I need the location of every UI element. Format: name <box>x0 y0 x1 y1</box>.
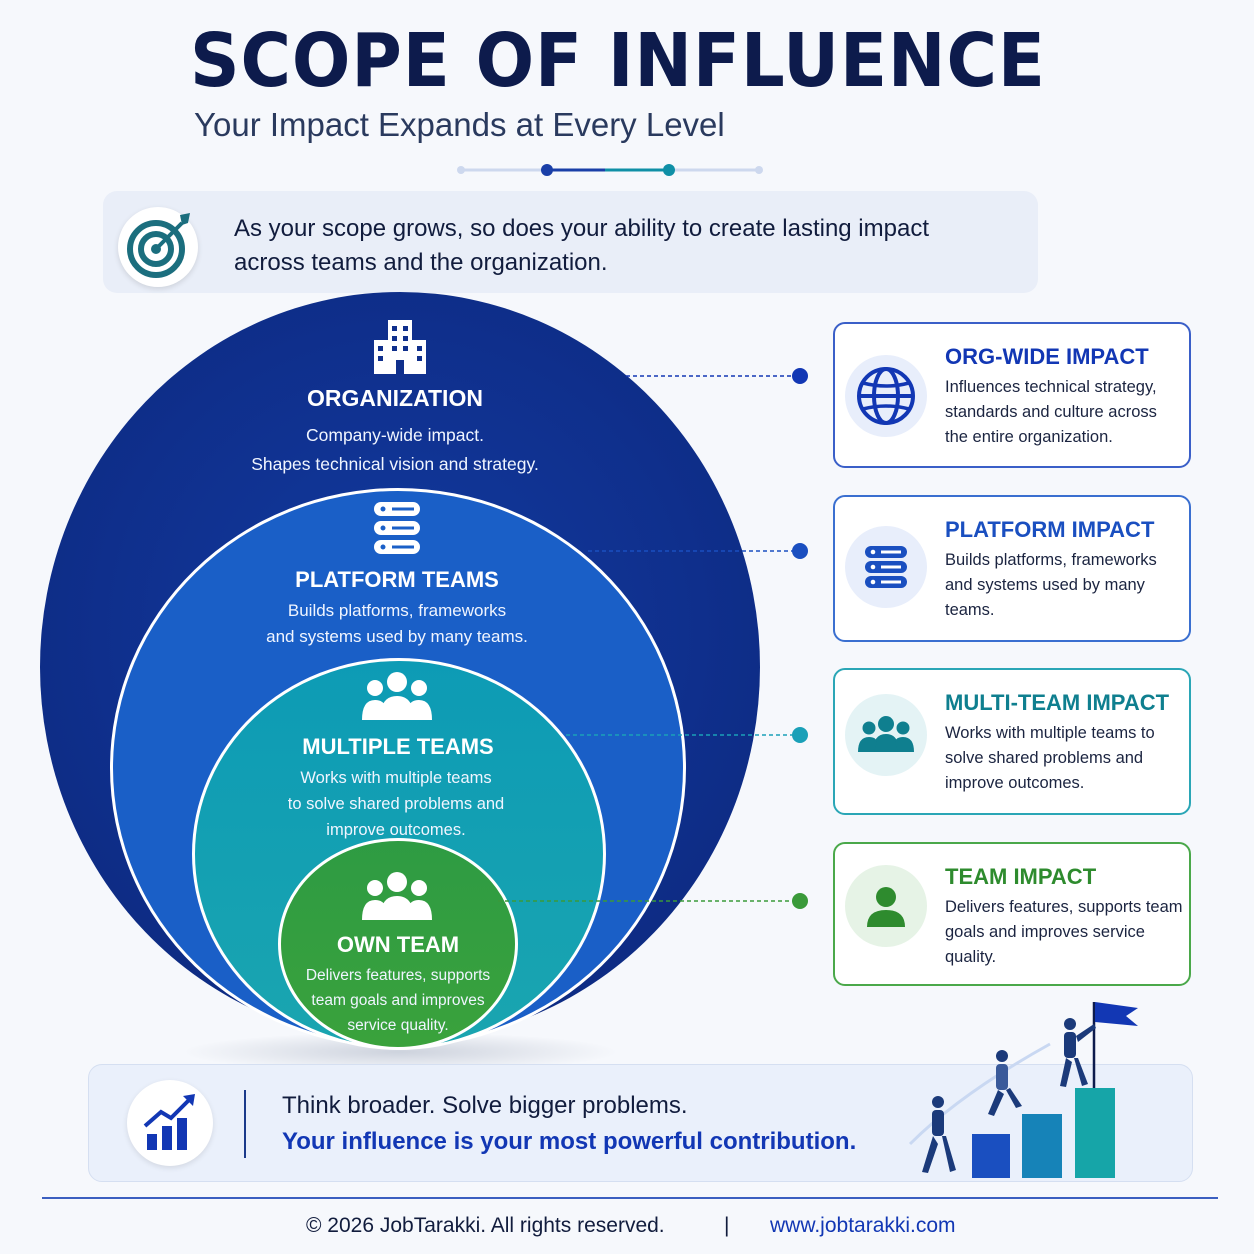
card-title: MULTI-TEAM IMPACT <box>945 690 1170 715</box>
organization-title: ORGANIZATION <box>307 385 483 411</box>
own-team-desc: Delivers features, supports team goals a… <box>305 967 491 1034</box>
climbing-stairs-illustration <box>908 1002 1138 1178</box>
card-org-wide-impact: ORG-WIDE IMPACT Influences technical str… <box>833 322 1191 468</box>
card-desc: Delivers features, supports team goals a… <box>945 898 1183 966</box>
intro-text: As your scope grows, so does your abilit… <box>234 215 929 276</box>
card-desc: Works with multiple teams to solve share… <box>945 724 1155 792</box>
server-icon <box>374 502 420 554</box>
page-title: SCOPE OF INFLUENCE <box>190 18 1046 104</box>
group-icon <box>362 872 432 920</box>
own-team-title: OWN TEAM <box>336 932 460 957</box>
decorative-divider <box>457 164 763 176</box>
target-icon <box>118 207 198 287</box>
server-icon <box>845 526 927 608</box>
card-desc: Influences technical strategy, standards… <box>945 378 1157 446</box>
card-multi-team-impact: MULTI-TEAM IMPACT Works with multiple te… <box>833 668 1191 815</box>
footer-rule <box>42 1197 1218 1199</box>
card-team-impact: TEAM IMPACT Delivers features, supports … <box>833 842 1191 986</box>
platform-teams-title: PLATFORM TEAMS <box>295 567 499 592</box>
website-link[interactable]: www.jobtarakki.com <box>770 1214 956 1237</box>
group-icon <box>845 694 927 776</box>
person-icon <box>845 865 927 947</box>
banner-line2: Your influence is your most powerful con… <box>282 1128 857 1155</box>
banner-separator <box>244 1090 246 1158</box>
card-desc: Builds platforms, frameworks and systems… <box>945 551 1157 619</box>
globe-icon <box>845 355 927 437</box>
banner-line1: Think broader. Solve bigger problems. <box>282 1092 688 1119</box>
card-title: TEAM IMPACT <box>945 864 1097 889</box>
multiple-teams-desc: Works with multiple teams to solve share… <box>287 769 505 839</box>
card-title: ORG-WIDE IMPACT <box>945 344 1149 369</box>
card-platform-impact: PLATFORM IMPACT Builds platforms, framew… <box>833 495 1191 642</box>
growth-chart-icon <box>127 1080 213 1166</box>
building-icon <box>374 320 426 374</box>
multiple-teams-title: MULTIPLE TEAMS <box>302 734 494 759</box>
copyright-text: © 2026 JobTarakki. All rights reserved. <box>306 1214 665 1237</box>
organization-desc: Company-wide impact. Shapes technical vi… <box>251 425 539 474</box>
intro-box <box>103 191 1038 293</box>
footer-separator: | <box>724 1214 730 1237</box>
platform-teams-desc: Builds platforms, frameworks and systems… <box>266 601 528 646</box>
page-subtitle: Your Impact Expands at Every Level <box>194 106 725 143</box>
group-icon <box>362 672 432 720</box>
card-title: PLATFORM IMPACT <box>945 517 1155 542</box>
